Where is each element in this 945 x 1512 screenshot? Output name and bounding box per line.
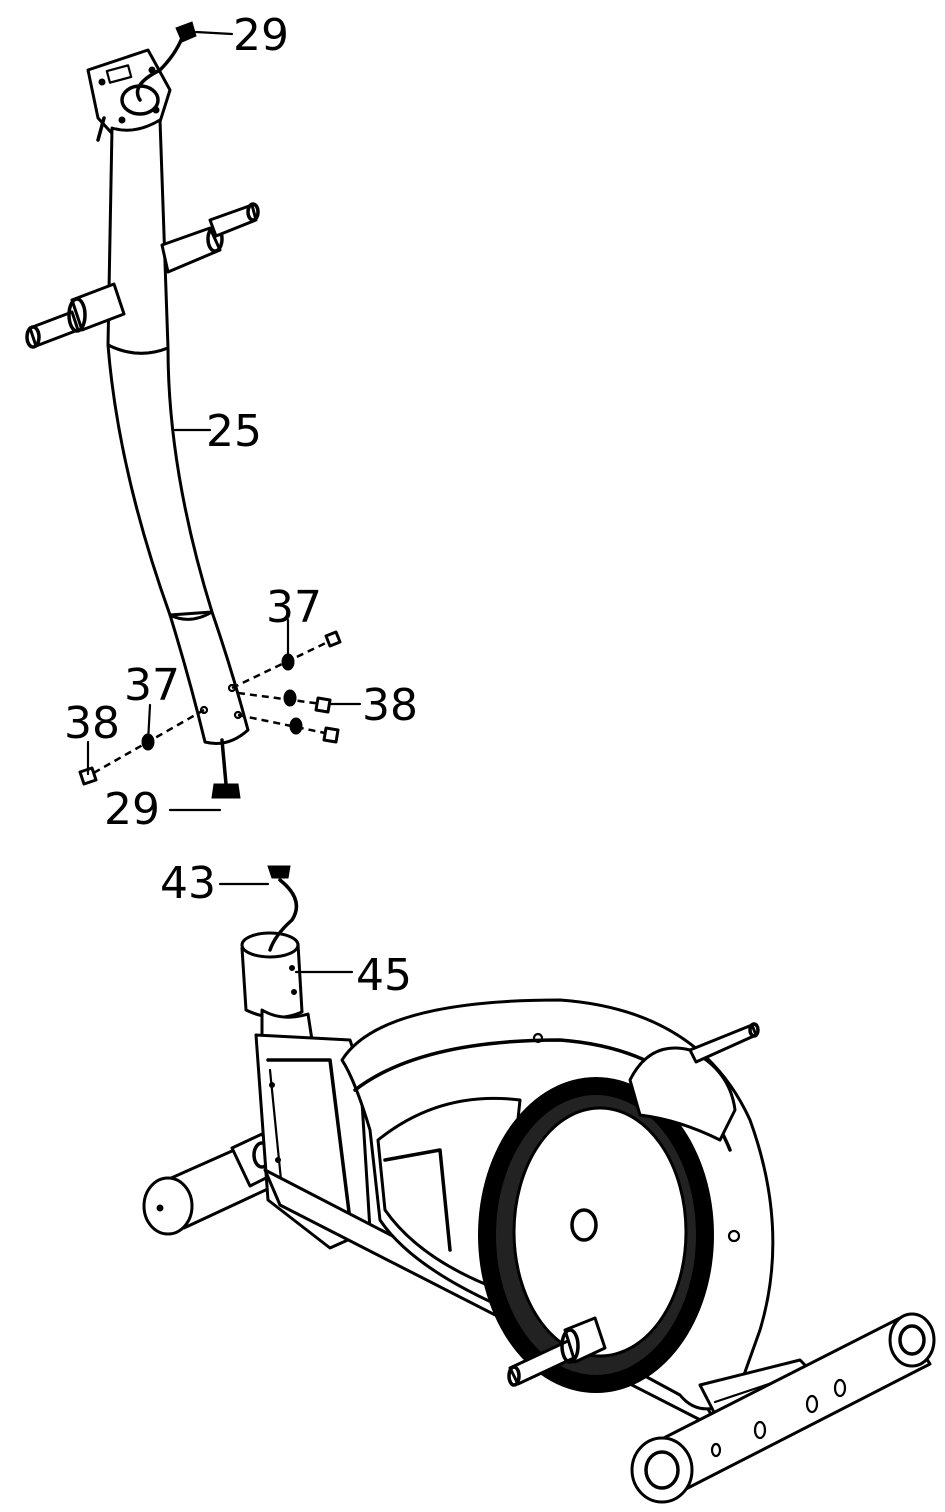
rear-stabilizer xyxy=(630,1312,936,1504)
hardware-bolts-washers xyxy=(78,618,362,786)
main-frame xyxy=(142,865,936,1504)
pedal-axle xyxy=(507,1316,607,1387)
front-stabilizer xyxy=(142,1132,284,1236)
pivot-axle-right xyxy=(160,202,260,274)
callout-37-left: 37 xyxy=(124,660,180,711)
riser-cable xyxy=(267,865,299,952)
callout-37-right: 37 xyxy=(266,582,322,633)
callout-43: 43 xyxy=(160,858,216,909)
flywheel xyxy=(478,1077,714,1393)
bottom-cable-connector xyxy=(168,738,241,812)
callout-38-right: 38 xyxy=(362,680,418,731)
callout-29-bottom: 29 xyxy=(104,784,160,835)
callout-38-left: 38 xyxy=(64,698,120,749)
pivot-axle-left xyxy=(25,282,126,349)
callout-29-top: 29 xyxy=(233,10,289,61)
top-cable-connector xyxy=(135,21,234,102)
upright-post xyxy=(25,48,260,745)
leader-lines xyxy=(173,428,354,974)
callout-45: 45 xyxy=(356,950,412,1001)
riser-tube xyxy=(240,931,314,1046)
callout-25: 25 xyxy=(206,406,262,457)
